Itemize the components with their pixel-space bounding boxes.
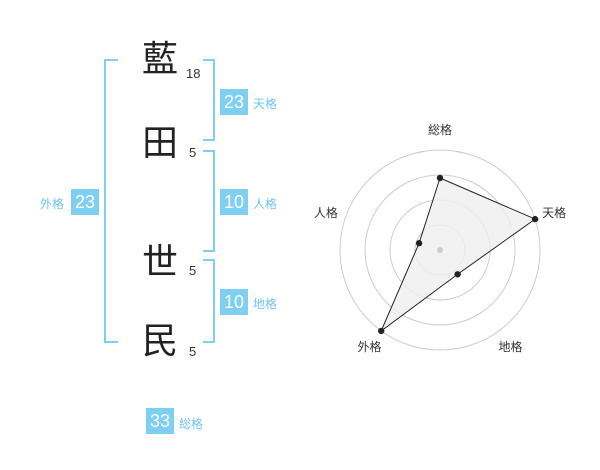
radar-axis-label: 人格 (314, 205, 338, 220)
radar-axis-label: 天格 (542, 205, 566, 220)
name-char-2: 田 (142, 123, 179, 164)
radar-point-1 (436, 174, 444, 182)
stroke-count-3: 5 (189, 263, 197, 278)
radar-axis-label: 地格 (499, 339, 523, 354)
gaikaku-label: 外格 (40, 197, 65, 211)
stroke-count-2: 5 (189, 145, 197, 160)
radar-polygon (380, 177, 537, 333)
gaikaku-bracket (104, 59, 118, 343)
jinkaku-value: 10 (220, 189, 248, 215)
radar-point-5 (415, 240, 423, 247)
chikaku-bracket (203, 259, 215, 343)
jinkaku-label: 人格 (253, 197, 278, 211)
soukaku-value: 33 (146, 408, 174, 434)
soukaku-label: 総格 (179, 417, 204, 431)
chikaku-label: 地格 (253, 297, 278, 311)
tenkaku-label: 天格 (253, 97, 278, 111)
stroke-count-4: 5 (189, 344, 197, 359)
name-char-3: 世 (142, 242, 179, 283)
name-char-1: 藍 (142, 39, 179, 80)
name-char-4: 民 (142, 321, 179, 362)
radar-point-3 (454, 271, 461, 278)
radar-axis-label: 外格 (357, 339, 381, 354)
radar-ring (339, 149, 541, 351)
gaikaku-value: 23 (71, 189, 99, 215)
radar-center (437, 247, 443, 253)
chikaku-value: 10 (220, 289, 248, 315)
radar-point-4 (378, 327, 385, 335)
radar-point-2 (531, 215, 539, 223)
radar-axis-label: 総格 (428, 122, 452, 137)
jinkaku-bracket (203, 150, 215, 252)
tenkaku-bracket (203, 59, 215, 141)
tenkaku-value: 23 (220, 89, 248, 115)
stroke-count-1: 18 (186, 66, 201, 81)
